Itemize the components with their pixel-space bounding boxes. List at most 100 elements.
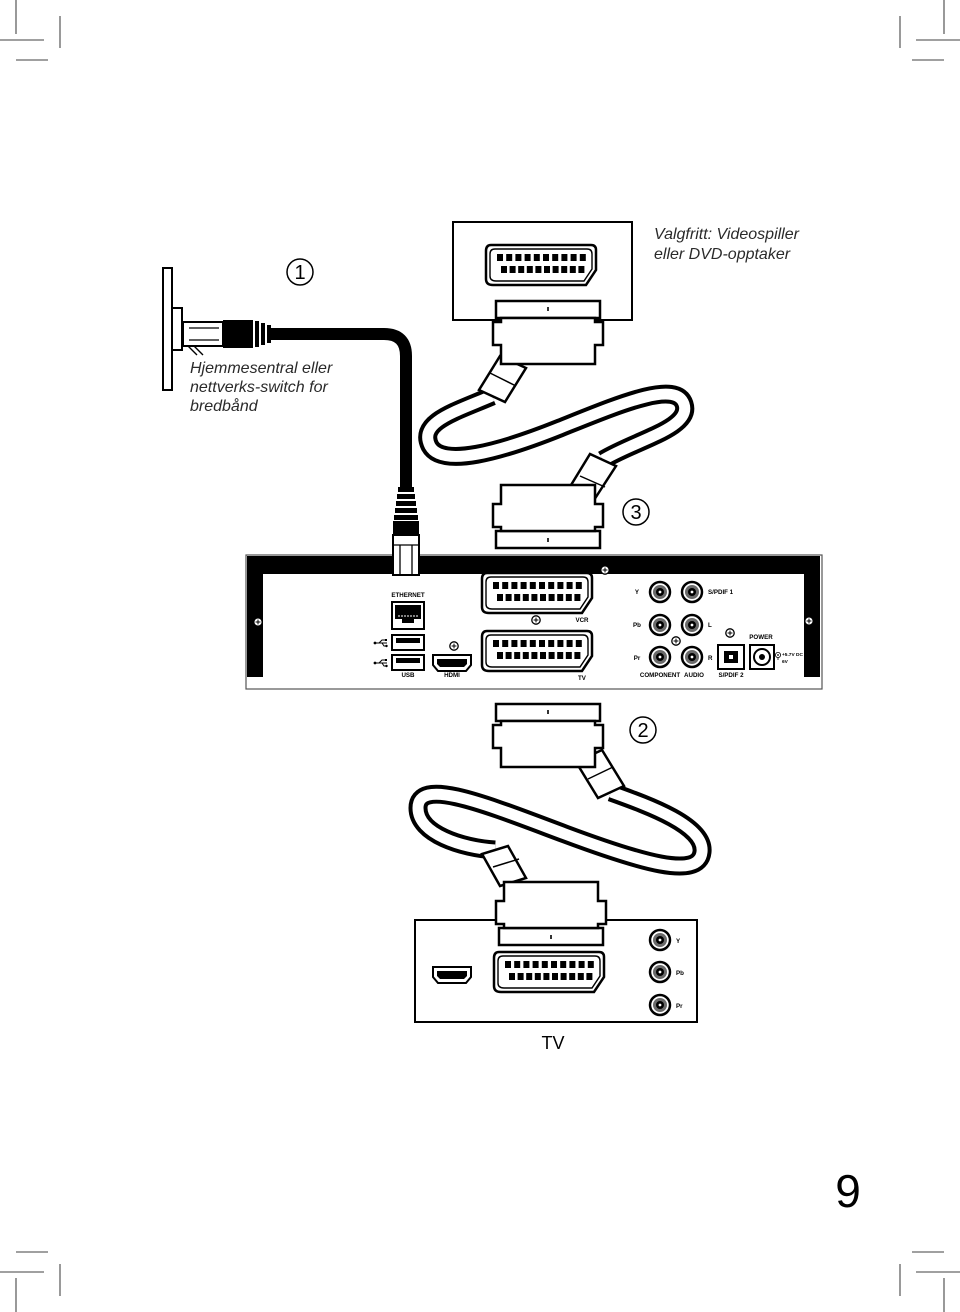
router-label-line-3: bredbånd xyxy=(190,397,259,415)
rj45-rib xyxy=(255,321,259,347)
scart-plug-neck-line xyxy=(489,372,517,387)
step-marker-circle xyxy=(286,258,314,286)
hdmi-screw xyxy=(449,641,459,651)
power-jack-pin xyxy=(759,654,765,660)
audio-l-label: L xyxy=(708,622,712,629)
optional-device-label: Valgfritt: Videospiller eller DVD-opptak… xyxy=(654,226,800,263)
tv-label: TV xyxy=(541,1033,564,1053)
scart-plug-tv-end xyxy=(494,880,608,947)
decoder-rear-panel: ETHERNET USB HDMI VCR TV Y S/PDIF 1 Pb xyxy=(245,554,823,690)
rj45-boot xyxy=(393,521,419,535)
spdif1-jack xyxy=(680,580,704,604)
router-label: Hjemmesentral eller nettverks-switch for… xyxy=(190,360,333,415)
rj45-rib xyxy=(396,501,416,506)
decoder-screw-left xyxy=(253,617,263,627)
decoder-ethernet-plug xyxy=(392,487,420,576)
decoder-tv-scart-socket xyxy=(480,629,594,673)
scart-cable-tv xyxy=(418,702,702,947)
decoder-frame xyxy=(247,556,820,677)
optical-port-lens xyxy=(729,655,733,659)
rj45-rib xyxy=(395,508,417,513)
rj45-rib xyxy=(397,494,415,499)
rj45-plug-body xyxy=(392,534,420,576)
scart-plug-vcr-end xyxy=(491,299,605,366)
rj45-plug-body xyxy=(182,321,224,347)
scart-cable-vcr xyxy=(428,299,685,550)
scart-plug-neck-line xyxy=(492,858,520,868)
scart-plug-neck-line xyxy=(587,766,614,780)
optional-device-label-line-2: eller DVD-opptaker xyxy=(654,246,791,263)
component-pr-label: Pr xyxy=(634,655,641,662)
optional-device-scart-socket xyxy=(484,243,598,287)
decoder-hdmi-port xyxy=(432,654,472,672)
component-pb-jack xyxy=(648,613,672,637)
component-y-jack xyxy=(648,580,672,604)
scart-plug-neck xyxy=(480,844,528,888)
router-plate xyxy=(162,267,183,391)
decoder-vcr-scart-socket xyxy=(480,571,594,615)
usb-port xyxy=(391,654,425,671)
decoder-screw-top xyxy=(600,565,610,575)
polarity-icon-ring xyxy=(775,652,781,658)
ethernet-port-pins xyxy=(398,615,418,617)
ethernet-port xyxy=(391,601,425,630)
usb-port-tongue xyxy=(396,638,420,643)
router-ethernet-plug xyxy=(182,320,271,356)
tv-scart-socket xyxy=(492,950,606,994)
spdif2-label: S/PDIF 2 xyxy=(718,672,744,679)
scart-screw xyxy=(531,615,541,625)
audio-l-jack xyxy=(680,613,704,637)
polarity-icon xyxy=(775,652,781,660)
rj45-rib xyxy=(394,515,418,520)
router-label-line-2: nettverks-switch for xyxy=(190,379,328,396)
router-label-line-1: Hjemmesentral eller xyxy=(190,360,333,377)
power-rating-line-1: +5.7V DC xyxy=(782,652,803,658)
step-marker-digit: 2 xyxy=(637,720,648,742)
usb-port xyxy=(391,634,425,651)
audio-label: AUDIO xyxy=(684,672,704,679)
spdif2-optical-port xyxy=(717,644,745,670)
step-marker-circle xyxy=(629,716,657,744)
audio-r-jack xyxy=(680,645,704,669)
step-marker-3: 3 xyxy=(622,498,650,526)
tv-pr-label: Pr xyxy=(676,1003,683,1010)
power-jack xyxy=(749,644,775,670)
spdif1-label: S/PDIF 1 xyxy=(708,589,734,596)
tv-pb-label: Pb xyxy=(676,970,684,977)
power-label: POWER xyxy=(749,634,773,641)
rj45-rib xyxy=(261,323,265,345)
rca-screw xyxy=(671,636,681,646)
router-port-housing xyxy=(171,307,183,351)
audio-r-label: R xyxy=(708,655,713,662)
decoder-screw-right xyxy=(804,616,814,626)
scart-plug-decoder-tv-end xyxy=(491,702,605,769)
hdmi-label: HDMI xyxy=(444,672,460,679)
scart-plug-neck-line xyxy=(579,475,606,488)
tv-hdmi-port xyxy=(432,966,472,984)
component-pb-label: Pb xyxy=(633,622,641,629)
ethernet-label: ETHERNET xyxy=(391,592,425,599)
step-marker-digit: 3 xyxy=(630,502,641,524)
rj45-boot xyxy=(223,320,253,348)
usb-label: USB xyxy=(401,672,415,679)
rj45-plug-lines xyxy=(393,544,419,575)
usb-port-tongue xyxy=(396,658,420,663)
polarity-icon-dot xyxy=(777,654,779,656)
step-marker-circle xyxy=(622,498,650,526)
rj45-rib xyxy=(398,487,414,492)
spdif2-screw xyxy=(725,628,735,638)
component-y-label: Y xyxy=(635,589,640,596)
component-pr-jack xyxy=(648,645,672,669)
step-marker-1: 1 xyxy=(286,258,314,286)
power-jack-ring xyxy=(753,648,771,666)
optional-device-label-line-1: Valgfritt: Videospiller xyxy=(654,226,800,243)
tv-pb-jack xyxy=(648,960,672,984)
step-marker-2: 2 xyxy=(629,716,657,744)
rj45-latch xyxy=(187,345,204,356)
tv-pr-jack xyxy=(648,993,672,1017)
tv-scart-label: TV xyxy=(578,675,587,682)
scart-plug-decoder-vcr-end xyxy=(491,483,605,550)
page-number: 9 xyxy=(835,1165,861,1217)
